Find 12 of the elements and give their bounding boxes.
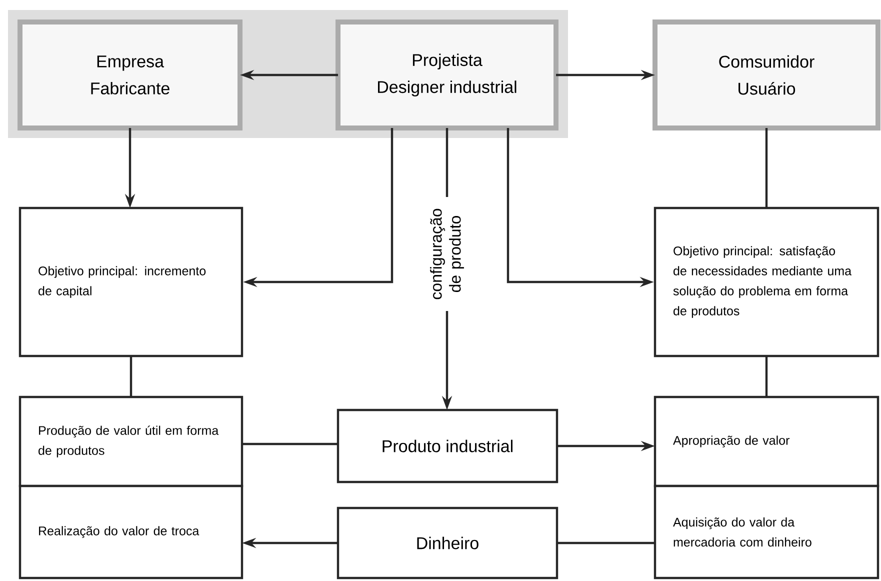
text-box: Produção de valor útil em forma de produtos bbox=[18, 396, 244, 488]
text-box: Aquisição do valor da mercadoria com dinheiro bbox=[654, 484, 880, 580]
process-box: Produto industrial bbox=[336, 408, 558, 484]
text-box: Objetivo principal: satisfação de necessidades mediante uma solução do problema em forma de produtos bbox=[654, 206, 880, 358]
text-box: Apropriação de valor bbox=[654, 396, 880, 488]
actor-box: Empresa Fabricante bbox=[18, 20, 242, 130]
text-box: Objetivo principal: incremento de capital bbox=[18, 206, 244, 358]
text-box: Realização do valor de troca bbox=[18, 484, 244, 580]
process-box: Dinheiro bbox=[336, 506, 558, 580]
actor-box: Comsumidor Usuário bbox=[652, 20, 880, 130]
actor-box: Projetista Designer industrial bbox=[336, 20, 558, 130]
edge-label: configuração de produto bbox=[428, 197, 466, 311]
